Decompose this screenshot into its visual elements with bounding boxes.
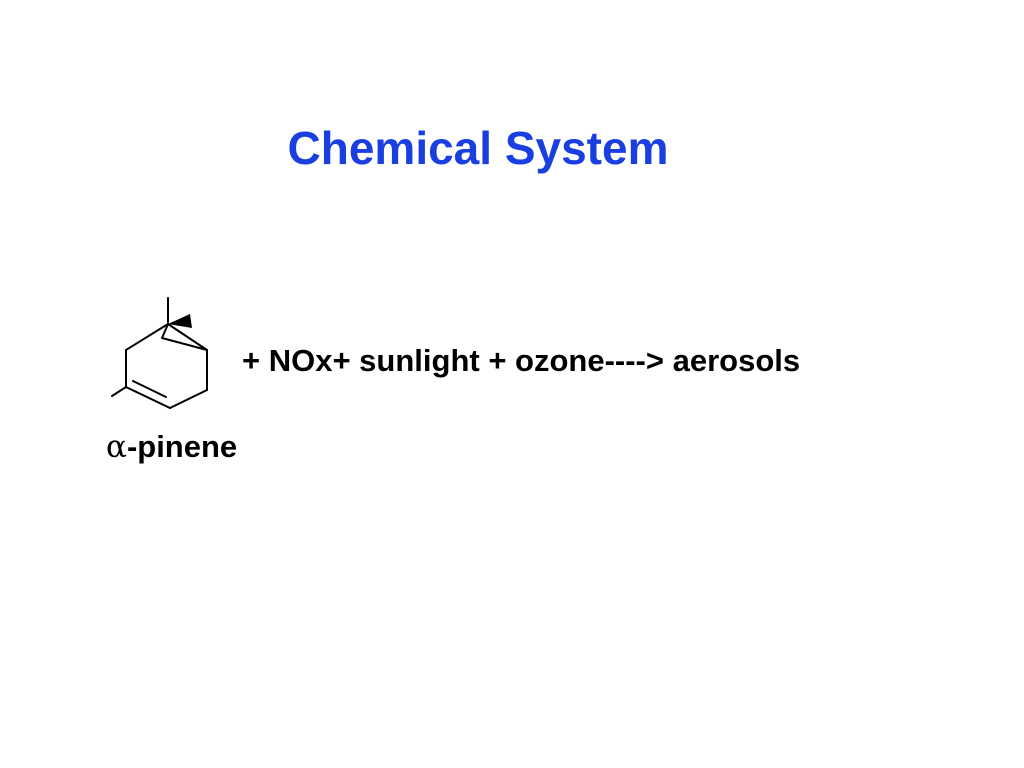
ring-double-bond-outer — [125, 386, 171, 409]
molecule-name: -pinene — [126, 429, 238, 464]
alpha-symbol: α — [106, 429, 127, 465]
ring-double-bond-inner — [132, 380, 167, 398]
alpha-pinene-structure — [111, 297, 208, 409]
slide-title: Chemical System — [287, 122, 669, 174]
ring-bond-right-upper — [167, 323, 208, 351]
ring-bond-bottom-right — [169, 389, 208, 409]
reaction-equation: + NOx+ sunlight + ozone----> aerosols — [242, 343, 801, 378]
bridge-bond-2 — [161, 323, 169, 339]
wedge-bond — [168, 314, 192, 328]
methyl-bond-left — [111, 386, 127, 397]
ring-bond-left-upper — [125, 323, 169, 351]
bridge-bond — [161, 337, 208, 351]
molecule-label: α-pinene — [106, 427, 237, 467]
